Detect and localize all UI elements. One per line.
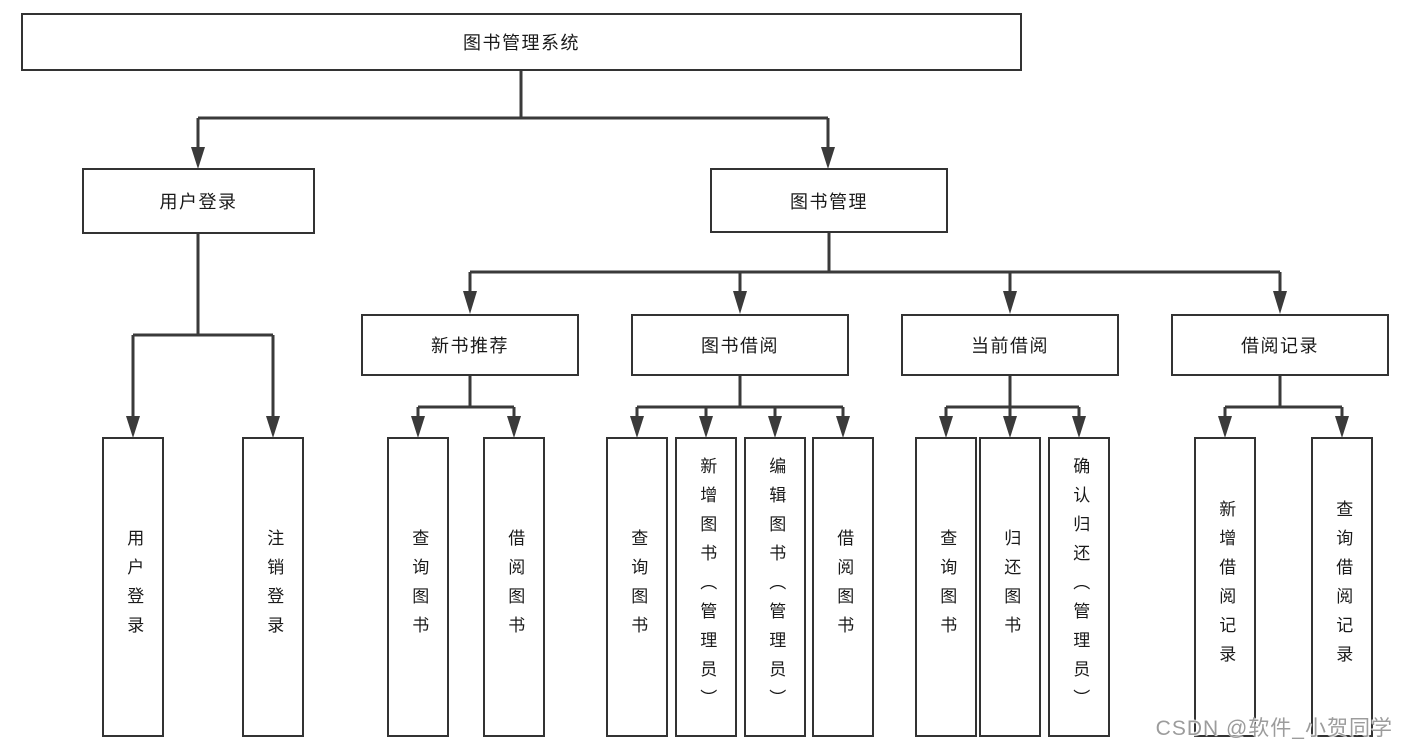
- leaf-confirm-return-admin: 确认归还（管理员）: [1048, 437, 1110, 737]
- leaf-query-book-new-rec: 查询图书: [387, 437, 449, 737]
- node-label: 编辑图书（管理员）: [766, 456, 786, 718]
- node-root: 图书管理系统: [21, 13, 1022, 71]
- leaf-query-book-current: 查询图书: [915, 437, 977, 737]
- node-label: 注销登录: [264, 529, 284, 645]
- node-label: 新增借阅记录: [1216, 500, 1236, 674]
- node-user-login: 用户登录: [82, 168, 315, 234]
- leaf-logout: 注销登录: [242, 437, 304, 737]
- leaf-query-book-borrow: 查询图书: [606, 437, 668, 737]
- leaf-edit-book-admin: 编辑图书（管理员）: [744, 437, 806, 737]
- node-new-book-rec: 新书推荐: [361, 314, 579, 376]
- watermark: CSDN @软件_小贺同学: [1155, 717, 1393, 740]
- node-label: 新书推荐: [431, 336, 509, 356]
- leaf-borrow-book-borrow: 借阅图书: [812, 437, 874, 737]
- node-label: 查询图书: [628, 529, 648, 645]
- leaf-return-book: 归还图书: [979, 437, 1041, 737]
- node-label: 查询图书: [409, 529, 429, 645]
- leaf-add-book-admin: 新增图书（管理员）: [675, 437, 737, 737]
- node-label: 借阅记录: [1241, 336, 1319, 356]
- node-label: 图书管理: [790, 191, 868, 212]
- node-borrow-record: 借阅记录: [1171, 314, 1389, 376]
- node-label: 查询借阅记录: [1333, 500, 1353, 674]
- node-label: 查询图书: [937, 529, 957, 645]
- node-label: 当前借阅: [971, 336, 1049, 356]
- leaf-user-login: 用户登录: [102, 437, 164, 737]
- node-label: 新增图书（管理员）: [697, 456, 717, 718]
- leaf-add-borrow-record: 新增借阅记录: [1194, 437, 1256, 737]
- connector-path: [131, 70, 1344, 418]
- node-label: 图书借阅: [701, 336, 779, 356]
- leaf-borrow-book-new-rec: 借阅图书: [483, 437, 545, 737]
- arrowheads: [126, 147, 1349, 438]
- node-book-mgmt: 图书管理: [710, 168, 948, 233]
- node-label: 图书管理系统: [463, 33, 580, 53]
- node-book-borrow: 图书借阅: [631, 314, 849, 376]
- node-label: 借阅图书: [505, 529, 525, 645]
- node-label: 用户登录: [159, 192, 238, 212]
- leaf-query-borrow-record: 查询借阅记录: [1311, 437, 1373, 737]
- node-label: 用户登录: [124, 529, 144, 645]
- node-label: 归还图书: [1001, 529, 1021, 645]
- node-label: 借阅图书: [834, 529, 854, 645]
- node-label: 确认归还（管理员）: [1070, 456, 1090, 718]
- node-current-borrow: 当前借阅: [901, 314, 1119, 376]
